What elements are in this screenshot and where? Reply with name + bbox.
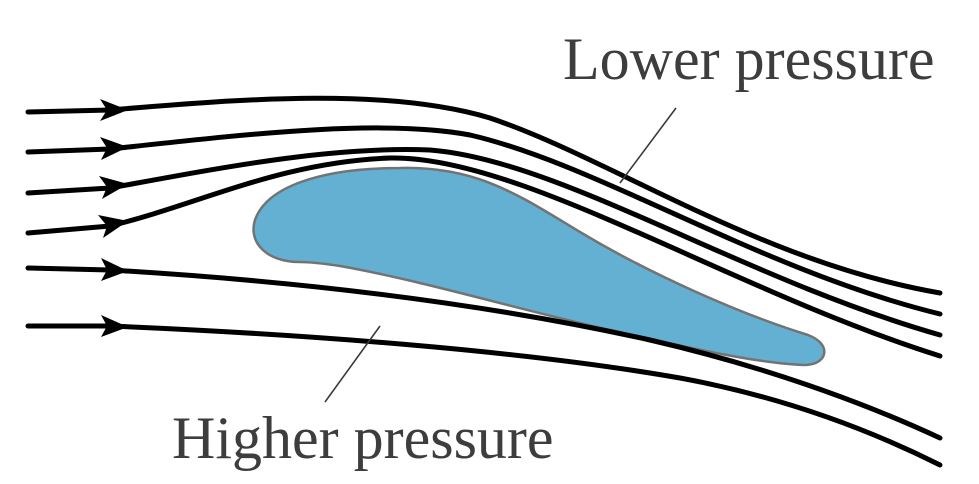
streamline-upper-4: [25, 155, 943, 359]
high-pressure-leader: [324, 325, 381, 403]
low-pressure-label: Lower pressure: [563, 26, 935, 92]
upper-streamlines: [25, 95, 943, 359]
streamline-lower-2: [25, 323, 943, 468]
airfoil: [252, 166, 826, 367]
streamline-upper-3: [25, 147, 943, 338]
low-pressure-leader: [619, 107, 677, 184]
arrowhead-icon: [100, 137, 128, 160]
high-pressure-label: Higher pressure: [172, 405, 554, 471]
streamline-upper-1: [25, 95, 943, 296]
streamline-upper-2: [25, 125, 943, 317]
arrowhead-icon: [101, 315, 128, 337]
streamline-lower-1: [25, 265, 943, 441]
flow-arrowheads: [98, 99, 128, 337]
lower-streamlines: [25, 265, 943, 468]
arrowhead-icon: [101, 258, 128, 281]
arrowhead-icon: [99, 176, 128, 199]
arrowhead-icon: [100, 99, 128, 121]
arrowhead-icon: [98, 215, 128, 238]
